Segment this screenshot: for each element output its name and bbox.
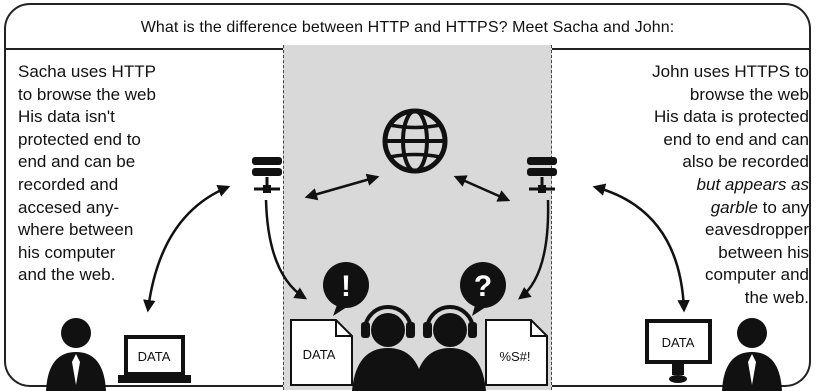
server-icon (252, 157, 282, 193)
john-line: John uses HTTPS to (652, 62, 809, 81)
question-symbol: ? (474, 270, 492, 303)
sacha-line: his computer (18, 242, 116, 262)
john-garble-word: garble (710, 197, 758, 217)
speech-bubble-icon: ? (460, 262, 506, 316)
john-line: His data is protected (654, 107, 809, 127)
john-line: end to end and can (663, 129, 809, 149)
double-arrow-icon (592, 183, 690, 313)
john-line: also be recorded (682, 152, 809, 172)
double-arrow-icon (304, 173, 380, 201)
john-line: between his (718, 242, 809, 262)
monitor-icon: DATA (645, 319, 712, 383)
john-description: John uses HTTPS to browse the web His da… (599, 61, 809, 310)
laptop-icon: DATA (118, 335, 191, 383)
headset-listener-icon (414, 305, 486, 391)
intercept-arrow (518, 199, 550, 300)
globe-icon (382, 108, 448, 174)
document-icon: DATA (290, 319, 353, 386)
sacha-line: Sacha uses HTTP (18, 62, 156, 81)
john-line-italic: but appears as (696, 174, 809, 194)
john-line: computer and (705, 265, 809, 285)
person-icon (722, 318, 782, 391)
sacha-line: end and can be (18, 152, 136, 172)
double-arrow-icon (453, 175, 511, 202)
sacha-line: and the web. (18, 265, 116, 285)
sacha-description: Sacha uses HTTP to browse the web His da… (18, 61, 218, 287)
sacha-line: His data isn't (18, 107, 115, 127)
john-line: the web. (744, 287, 809, 307)
intercept-arrow (264, 199, 308, 300)
alert-symbol: ! (341, 270, 351, 303)
document-label: DATA (303, 347, 336, 362)
headset-listener-icon (352, 305, 424, 391)
john-line-mixed: garble to any (599, 197, 809, 220)
sacha-line: accesed any- (18, 197, 120, 217)
sacha-line: to browse the web (18, 84, 156, 104)
laptop-screen-label: DATA (138, 349, 171, 364)
speech-bubble-icon: ! (323, 262, 369, 316)
garbled-label: %S#! (499, 349, 530, 364)
sacha-line: where between (18, 220, 134, 240)
server-icon (527, 157, 557, 193)
person-icon (46, 318, 106, 391)
john-garble-rest: to any (757, 197, 809, 217)
sacha-line: recorded and (18, 174, 119, 194)
john-line: browse the web (689, 84, 809, 104)
john-line: eavesdropper (705, 220, 809, 240)
infographic-title: What is the difference between HTTP and … (140, 19, 675, 36)
double-arrow-icon (143, 185, 231, 313)
sacha-line: protected end to (18, 129, 141, 149)
document-icon: %S#! (485, 319, 548, 386)
monitor-screen-label: DATA (662, 335, 695, 350)
